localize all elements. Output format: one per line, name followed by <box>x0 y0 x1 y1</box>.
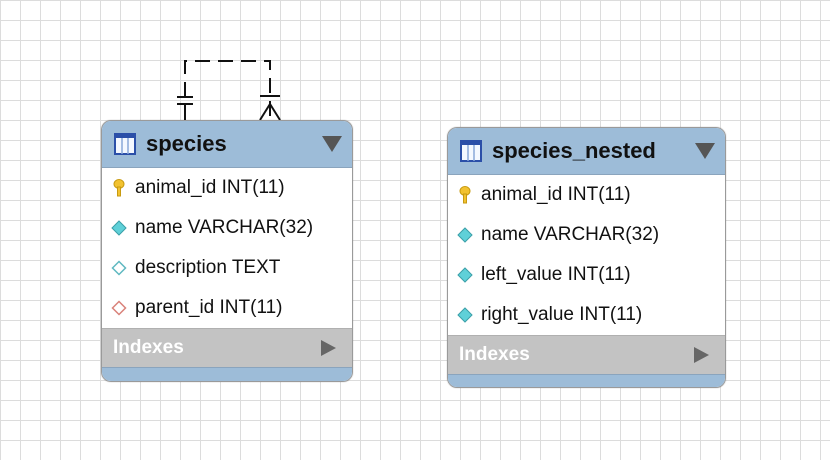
column-row[interactable]: left_value INT(11) <box>448 255 725 295</box>
column-label: right_value INT(11) <box>481 304 643 325</box>
indexes-label: Indexes <box>113 337 184 358</box>
column-not-null-icon <box>111 219 127 237</box>
table-species[interactable]: species animal_id INT(11) name VARCHAR(3… <box>101 120 353 382</box>
column-label: left_value INT(11) <box>481 264 631 285</box>
indexes-section[interactable]: Indexes <box>102 328 352 367</box>
table-title: species_nested <box>492 138 656 163</box>
column-label: name VARCHAR(32) <box>481 224 660 245</box>
column-label: description TEXT <box>135 257 281 278</box>
crowfoot-right <box>269 103 281 121</box>
table-species-nested[interactable]: species_nested animal_id INT(11) name VA… <box>447 127 726 388</box>
foreign-key-icon <box>111 299 127 317</box>
column-row[interactable]: right_value INT(11) <box>448 295 725 335</box>
column-row[interactable]: name VARCHAR(32) <box>448 215 725 255</box>
column-label: parent_id INT(11) <box>135 297 283 318</box>
column-nullable-icon <box>111 259 127 277</box>
indexes-section[interactable]: Indexes <box>448 335 725 374</box>
column-row[interactable]: name VARCHAR(32) <box>102 208 352 248</box>
relationship-line <box>184 60 271 120</box>
indexes-label: Indexes <box>459 344 530 365</box>
table-footer <box>102 367 352 381</box>
column-row[interactable]: animal_id INT(11) <box>448 175 725 215</box>
collapse-arrow-icon[interactable] <box>322 136 342 152</box>
table-icon <box>114 133 136 155</box>
primary-key-icon <box>457 186 473 204</box>
column-not-null-icon <box>457 266 473 284</box>
table-icon <box>460 140 482 162</box>
crowfoot-left <box>259 103 271 121</box>
primary-key-icon <box>111 179 127 197</box>
table-header[interactable]: species_nested <box>448 128 725 175</box>
expand-arrow-icon[interactable] <box>694 347 709 363</box>
column-row[interactable]: animal_id INT(11) <box>102 168 352 208</box>
column-label: animal_id INT(11) <box>135 177 285 198</box>
column-not-null-icon <box>457 306 473 324</box>
column-label: animal_id INT(11) <box>481 184 631 205</box>
table-header[interactable]: species <box>102 121 352 168</box>
table-title: species <box>146 131 227 156</box>
collapse-arrow-icon[interactable] <box>695 143 715 159</box>
table-footer <box>448 374 725 387</box>
column-not-null-icon <box>457 226 473 244</box>
column-row[interactable]: parent_id INT(11) <box>102 288 352 328</box>
expand-arrow-icon[interactable] <box>321 340 336 356</box>
column-row[interactable]: description TEXT <box>102 248 352 288</box>
column-label: name VARCHAR(32) <box>135 217 314 238</box>
